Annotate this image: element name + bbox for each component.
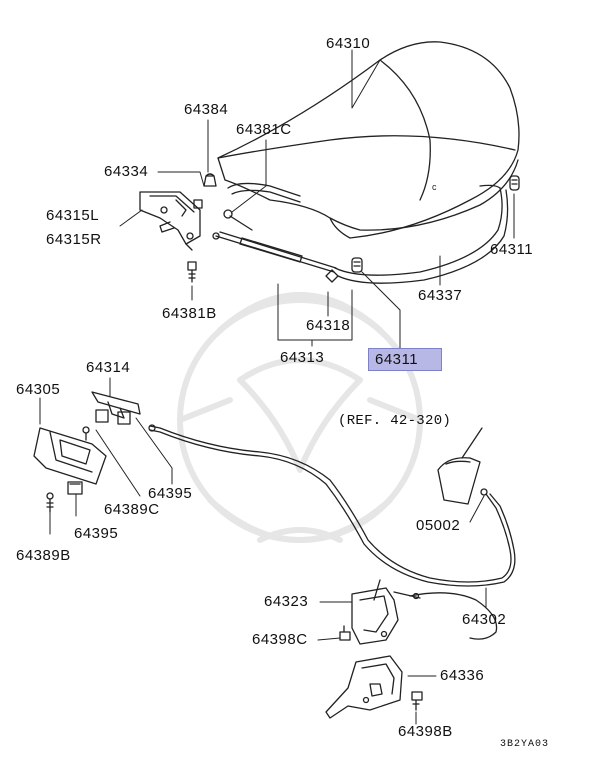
label-64336: 64336 bbox=[440, 667, 485, 684]
release-lever bbox=[33, 391, 141, 485]
label-64334: 64334 bbox=[104, 163, 149, 180]
bolt-64398B bbox=[411, 691, 423, 711]
bumper-64311-right bbox=[509, 175, 520, 191]
label-64315R: 64315R bbox=[46, 231, 102, 248]
weatherstrip bbox=[227, 182, 509, 284]
label-64313: 64313 bbox=[280, 349, 325, 366]
trunk-lid: c bbox=[217, 41, 520, 239]
bumper-64384 bbox=[203, 173, 217, 187]
clip-64395 bbox=[67, 481, 83, 495]
latch-64323 bbox=[351, 579, 399, 645]
label-64389B: 64389B bbox=[16, 547, 71, 564]
bumper-64311 bbox=[351, 257, 363, 273]
label-64384: 64384 bbox=[184, 101, 229, 118]
label-64305: 64305 bbox=[16, 381, 61, 398]
label-64314: 64314 bbox=[86, 359, 131, 376]
svg-text:c: c bbox=[432, 182, 437, 192]
label-64389C: 64389C bbox=[104, 501, 160, 518]
label-64315L: 64315L bbox=[46, 207, 100, 224]
screw-64389B bbox=[46, 492, 54, 513]
diagram-code: 3B2YA03 bbox=[500, 739, 550, 750]
label-05002: 05002 bbox=[416, 517, 461, 534]
release-cable bbox=[148, 424, 516, 640]
hinge bbox=[139, 191, 203, 251]
leader-lines-right bbox=[317, 495, 487, 725]
striker-64336 bbox=[325, 655, 403, 719]
label-64311-highlighted[interactable]: 64311 bbox=[368, 348, 442, 371]
bolt-64381B bbox=[187, 261, 197, 283]
watermark-emblem bbox=[177, 292, 423, 543]
label-64337: 64337 bbox=[418, 287, 463, 304]
bolt-64398C bbox=[339, 625, 351, 641]
leader-lines-left bbox=[39, 377, 173, 535]
label-64323: 64323 bbox=[264, 593, 309, 610]
leader-lines-top bbox=[119, 49, 515, 351]
label-64302: 64302 bbox=[462, 611, 507, 628]
label-64381C: 64381C bbox=[236, 121, 292, 138]
label-64311-right: 64311 bbox=[490, 241, 534, 258]
label-64398B: 64398B bbox=[398, 723, 453, 740]
ref-panel bbox=[437, 427, 483, 505]
gas-strut bbox=[212, 209, 339, 283]
label-64398C: 64398C bbox=[252, 631, 308, 648]
label-64395-a: 64395 bbox=[148, 485, 193, 502]
ref-label: (REF. 42-320) bbox=[338, 413, 452, 429]
label-64318: 64318 bbox=[306, 317, 351, 334]
label-64310: 64310 bbox=[326, 35, 371, 52]
label-64381B: 64381B bbox=[162, 305, 217, 322]
label-64395-b: 64395 bbox=[74, 525, 119, 542]
